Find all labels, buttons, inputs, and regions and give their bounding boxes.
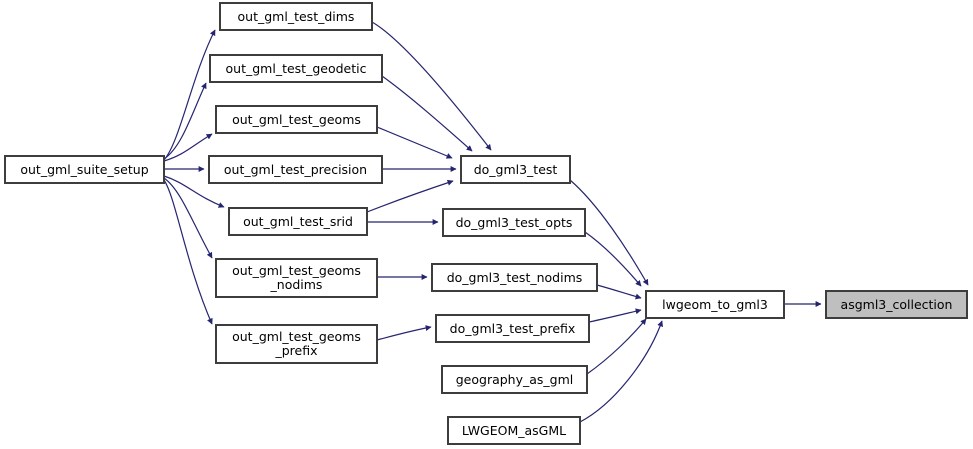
edge-out_gml_suite_setup-to-out_gml_test_geoms: [163, 133, 213, 162]
node-label: out_gml_test_geodetic: [225, 60, 367, 76]
edge-out_gml_test_geoms-to-do_gml3_test: [376, 126, 453, 159]
node-label: do_gml3_test_opts: [455, 214, 573, 230]
node-label: out_gml_test_precision: [223, 161, 368, 177]
node-LWGEOM_asGML[interactable]: LWGEOM_asGML: [447, 416, 581, 445]
node-label: do_gml3_test: [473, 161, 558, 177]
node-lwgeom_to_gml3[interactable]: lwgeom_to_gml3: [645, 290, 785, 319]
node-do_gml3_test_prefix[interactable]: do_gml3_test_prefix: [435, 314, 590, 343]
node-do_gml3_test[interactable]: do_gml3_test: [460, 155, 571, 184]
edge-do_gml3_test_nodims-to-lwgeom_to_gml3: [596, 284, 642, 300]
node-out_gml_test_geoms_prefix[interactable]: out_gml_test_geoms _prefix: [215, 324, 378, 364]
node-label: out_gml_test_geoms _nodims: [232, 263, 361, 292]
node-geography_as_gml[interactable]: geography_as_gml: [441, 365, 588, 394]
node-out_gml_test_geoms[interactable]: out_gml_test_geoms: [215, 105, 378, 134]
edge-out_gml_suite_setup-to-out_gml_test_dims: [163, 29, 216, 161]
edge-out_gml_suite_setup-to-out_gml_test_geodetic: [163, 82, 207, 160]
node-label: lwgeom_to_gml3: [662, 296, 768, 312]
node-label: asgml3_collection: [840, 296, 953, 312]
node-out_gml_test_geodetic[interactable]: out_gml_test_geodetic: [209, 54, 383, 83]
node-do_gml3_test_opts[interactable]: do_gml3_test_opts: [442, 208, 586, 237]
node-label: out_gml_test_dims: [237, 8, 355, 24]
edge-out_gml_suite_setup-to-out_gml_test_geoms_nodims: [163, 177, 213, 259]
edge-out_gml_test_geoms_prefix-to-do_gml3_test_prefix: [376, 325, 432, 341]
node-asgml3_collection[interactable]: asgml3_collection: [825, 290, 968, 319]
node-label: out_gml_test_geoms: [232, 111, 361, 127]
node-label: geography_as_gml: [455, 371, 574, 387]
node-out_gml_test_precision[interactable]: out_gml_test_precision: [208, 155, 383, 184]
edge-out_gml_test_geodetic-to-do_gml3_test: [381, 75, 473, 152]
edge-geography_as_gml-to-lwgeom_to_gml3: [586, 318, 647, 375]
edge-LWGEOM_asGML-to-lwgeom_to_gml3: [579, 320, 663, 423]
node-label: do_gml3_test_prefix: [449, 320, 576, 336]
node-label: do_gml3_test_nodims: [446, 269, 583, 285]
node-label: out_gml_suite_setup: [20, 161, 149, 177]
node-label: out_gml_test_geoms _prefix: [232, 329, 361, 358]
node-out_gml_test_srid[interactable]: out_gml_test_srid: [228, 207, 368, 236]
node-out_gml_suite_setup[interactable]: out_gml_suite_setup: [4, 155, 165, 184]
edge-out_gml_test_dims-to-do_gml3_test: [371, 21, 492, 151]
edge-out_gml_suite_setup-to-out_gml_test_geoms_prefix: [163, 179, 213, 325]
edge-out_gml_test_srid-to-do_gml3_test: [366, 179, 454, 213]
node-label: out_gml_test_srid: [243, 213, 353, 229]
edge-do_gml3_test_prefix-to-lwgeom_to_gml3: [588, 308, 642, 323]
node-out_gml_test_geoms_nodims[interactable]: out_gml_test_geoms _nodims: [215, 258, 378, 298]
node-do_gml3_test_nodims[interactable]: do_gml3_test_nodims: [431, 263, 598, 292]
node-out_gml_test_dims[interactable]: out_gml_test_dims: [219, 2, 373, 31]
node-label: LWGEOM_asGML: [461, 422, 567, 438]
